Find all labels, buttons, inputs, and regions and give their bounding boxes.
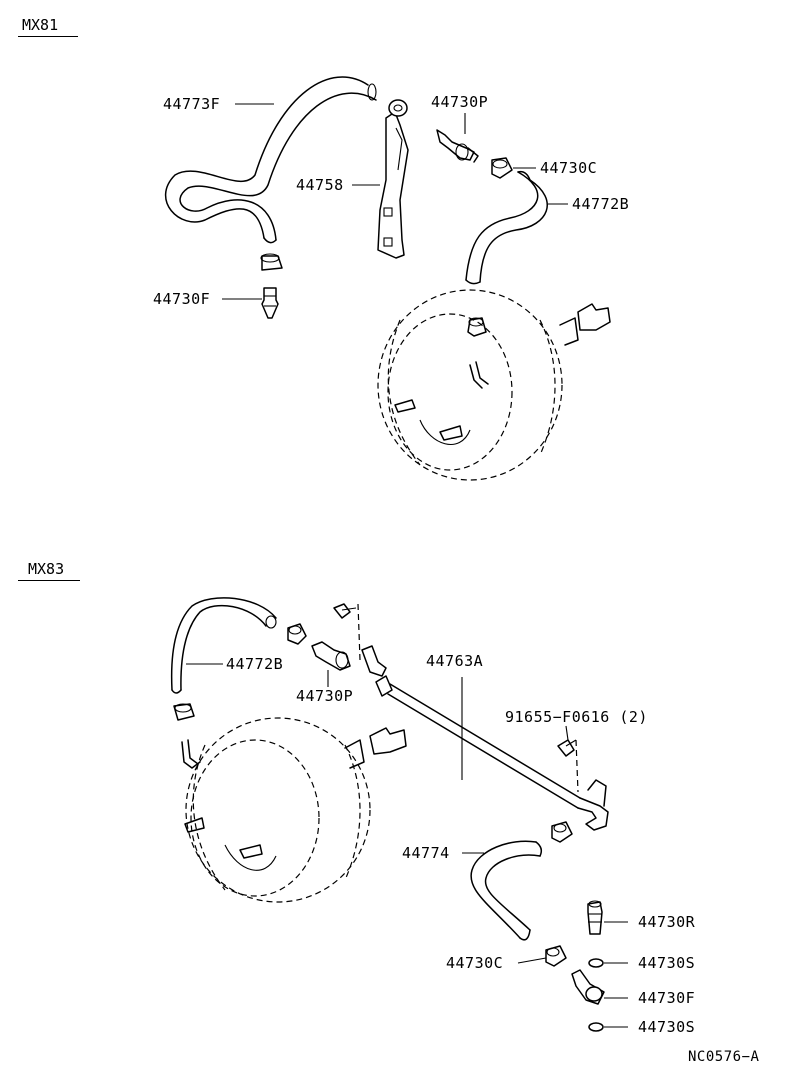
bolt-91655-f0616 — [557, 739, 577, 757]
label-44763a: 44763A — [426, 652, 484, 670]
tube-44763a — [357, 603, 609, 831]
brake-booster-mx81 — [377, 289, 611, 481]
label-44730p-mx81: 44730P — [431, 93, 489, 111]
leaders-mx81 — [222, 103, 568, 300]
union-44730f-mx81 — [261, 287, 279, 319]
figure-code: NC0576−A — [688, 1049, 760, 1065]
clamp-44730c-mx81 — [491, 157, 513, 179]
label-44774: 44774 — [402, 844, 450, 862]
label-44758: 44758 — [296, 176, 344, 194]
label-44730s-2: 44730S — [638, 1018, 696, 1036]
label-44773f: 44773F — [163, 95, 221, 113]
union-44730f-mx83 — [571, 969, 605, 1005]
brake-booster-mx83 — [181, 717, 407, 903]
clamp-44730c-mx83 — [545, 945, 567, 967]
washer-44730s-1 — [588, 958, 604, 968]
bracket-44758 — [377, 99, 409, 259]
hose-44772b-mx83 — [170, 597, 277, 694]
clamp-mx83-lower — [173, 703, 195, 721]
section-underline-mx83 — [18, 580, 80, 581]
valve-44730p-mx81 — [436, 129, 479, 163]
label-44772b-mx81: 44772B — [572, 195, 630, 213]
hose-44773f — [164, 76, 377, 244]
label-44730f-mx83: 44730F — [638, 989, 696, 1007]
label-44730c-mx83: 44730C — [446, 954, 504, 972]
bolt-mx83-top — [333, 603, 357, 619]
label-44730s-1: 44730S — [638, 954, 696, 972]
section-title-mx83: MX83 — [28, 560, 65, 578]
section-underline-mx81 — [18, 36, 78, 37]
section-title-mx81: MX81 — [22, 16, 59, 34]
hose-44772b-mx81 — [465, 170, 548, 285]
label-44730c-mx81: 44730C — [540, 159, 598, 177]
clamp-mx83-upper — [287, 623, 307, 645]
valve-44730p-mx83 — [311, 641, 351, 671]
leaders-mx83 — [186, 663, 628, 1028]
label-44730p-mx83: 44730P — [296, 687, 354, 705]
label-44772b-mx83: 44772B — [226, 655, 284, 673]
label-44730r: 44730R — [638, 913, 696, 931]
clamp-mx81-lower — [260, 253, 283, 271]
hose-44774 — [470, 840, 543, 941]
plug-44730r — [587, 900, 603, 935]
clamp-mx83-tube-end — [551, 821, 573, 843]
washer-44730s-2 — [588, 1022, 604, 1032]
label-91655-f0616: 91655−F0616 (2) — [505, 708, 648, 726]
label-44730f-mx81: 44730F — [153, 290, 211, 308]
